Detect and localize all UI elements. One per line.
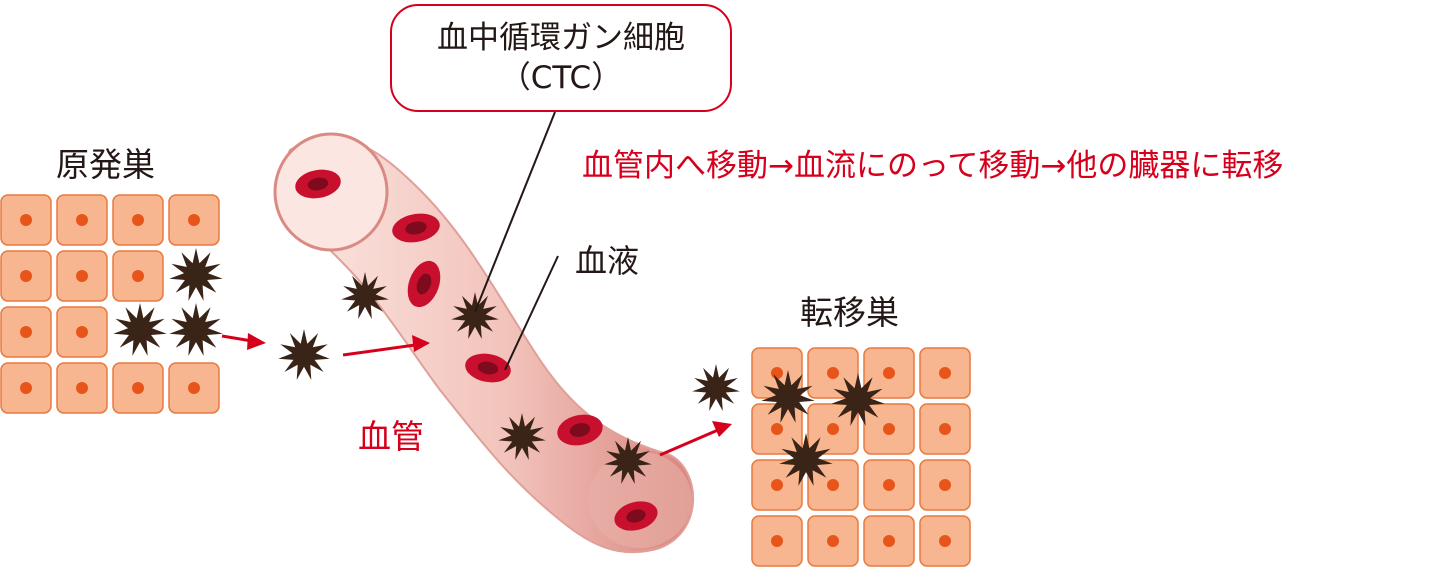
tissue-cell: [112, 194, 164, 246]
tissue-cell: [56, 194, 108, 246]
cancer-cell: [341, 272, 389, 319]
red-blood-cell: [614, 501, 658, 531]
cell-nucleus: [827, 535, 839, 547]
tissue-cell: [0, 194, 52, 246]
tissue-cell: [807, 347, 859, 399]
arrow-vessel-to-metastasis: [659, 421, 732, 457]
tissue-cell: [0, 306, 52, 358]
cancer-cell: [779, 433, 833, 486]
cell-nucleus: [132, 382, 144, 394]
tissue-cell: [919, 459, 971, 511]
red-blood-cell: [295, 169, 341, 199]
blood-vessel: [273, 132, 695, 554]
cell-nucleus: [883, 535, 895, 547]
cell-nucleus: [827, 479, 839, 491]
tissue-cell: [0, 250, 52, 302]
tissue-cell: [751, 403, 803, 455]
cell-nucleus: [771, 535, 783, 547]
cancer-cell: [113, 303, 167, 356]
red-blood-cell: [465, 353, 511, 383]
red-blood-cell: [557, 414, 603, 446]
cell-nucleus: [827, 423, 839, 435]
cell-nucleus: [771, 479, 783, 491]
tissue-cell: [919, 515, 971, 567]
cell-nucleus: [827, 367, 839, 379]
red-blood-cell: [407, 260, 441, 308]
cell-nucleus: [939, 367, 951, 379]
cell-nucleus: [132, 214, 144, 226]
tissue-cell: [56, 306, 108, 358]
cell-nucleus: [20, 382, 32, 394]
cancer-cell: [169, 248, 223, 301]
cell-nucleus: [20, 270, 32, 282]
blood-label: 血液: [575, 242, 640, 280]
primary-tumor-label: 原発巣: [56, 145, 155, 184]
tissue-cell: [807, 515, 859, 567]
tissue-cell: [168, 362, 220, 414]
vessel-body: [282, 136, 695, 554]
cancer-cell: [278, 329, 330, 380]
arrow-primary-to-free: [221, 333, 266, 350]
cell-nucleus: [20, 214, 32, 226]
tissue-cell: [56, 362, 108, 414]
leader-lines: [474, 111, 559, 371]
ctc-leader-line: [474, 111, 556, 313]
cell-nucleus: [76, 270, 88, 282]
process-description: 血管内へ移動→血流にのって移動→他の臓器に転移: [582, 148, 1284, 184]
cell-nucleus: [188, 214, 200, 226]
cancer-cell: [831, 373, 885, 426]
tissue-cell: [168, 194, 220, 246]
tissue-cell: [807, 403, 859, 455]
tissue-cell: [919, 347, 971, 399]
tissue-cell: [919, 403, 971, 455]
cell-nucleus: [76, 214, 88, 226]
tissue-cell: [112, 362, 164, 414]
tissue-cell: [112, 250, 164, 302]
vessel-inner-end: [588, 452, 692, 548]
cell-nucleus: [939, 423, 951, 435]
metastatic-tissue-grid: [751, 347, 971, 567]
cell-nucleus: [771, 423, 783, 435]
cancer-cell: [692, 364, 740, 411]
cell-nucleus: [939, 479, 951, 491]
cancer-cell: [498, 413, 546, 460]
tissue-cell: [0, 362, 52, 414]
tissue-cell: [863, 347, 915, 399]
metastasis-label: 転移巣: [800, 293, 899, 332]
ctc-label-line2: （CTC）: [499, 60, 623, 96]
cell-nucleus: [883, 367, 895, 379]
cell-nucleus: [883, 423, 895, 435]
cell-nucleus: [939, 535, 951, 547]
cell-nucleus: [771, 367, 783, 379]
cell-nucleus: [20, 326, 32, 338]
cancer-cell: [761, 370, 815, 423]
cell-nucleus: [883, 479, 895, 491]
tissue-cell: [863, 515, 915, 567]
tissue-cell: [56, 250, 108, 302]
primary-tissue-grid: [0, 194, 220, 414]
arrow-free-to-vessel: [342, 335, 430, 357]
ctc-callout-box: 血中循環ガン細胞 （CTC）: [390, 4, 732, 112]
cancer-cell: [604, 437, 652, 484]
cell-nucleus: [132, 270, 144, 282]
migration-arrows: [221, 333, 732, 457]
vessel-label: 血管: [358, 417, 424, 456]
red-blood-cell: [392, 213, 440, 243]
red-blood-cells: [295, 169, 658, 531]
cell-nucleus: [76, 382, 88, 394]
tissue-cell: [751, 515, 803, 567]
ctc-label-line1: 血中循環ガン細胞: [437, 20, 685, 56]
cell-nucleus: [188, 382, 200, 394]
blood-leader-line: [504, 255, 559, 371]
cancer-cell: [451, 292, 499, 339]
cancer-cell: [169, 303, 223, 356]
cell-nucleus: [76, 326, 88, 338]
cancer-cells: [113, 248, 885, 486]
tissue-cell: [863, 459, 915, 511]
